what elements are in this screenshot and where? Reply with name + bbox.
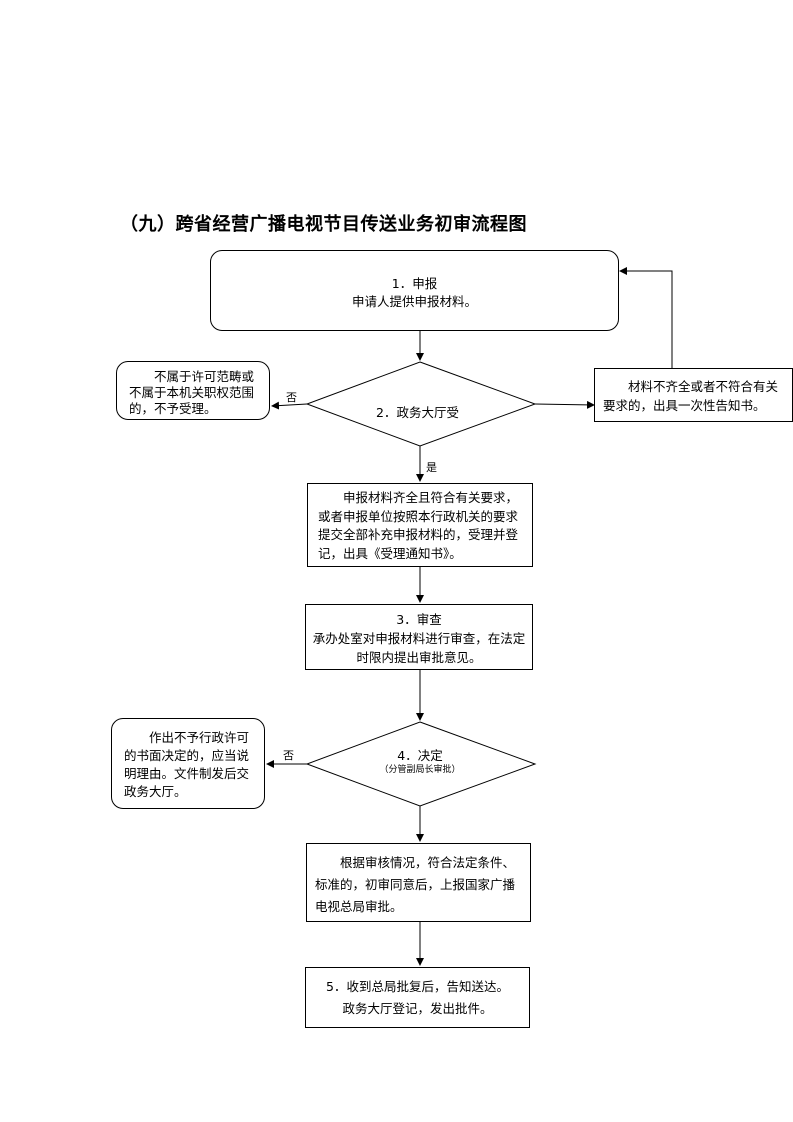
arrow-incomplete-to-apply	[619, 267, 673, 368]
decide-text: 4．决定 （分管副局长审批）	[360, 748, 480, 776]
deliver-step-desc: 政务大厅登记，发出批件。	[342, 1001, 493, 1016]
node-review: 3．审查 承办处室对申报材料进行审查，在法定时限内提出审批意见。	[305, 604, 533, 670]
arrow-hall-to-incomplete	[534, 400, 595, 409]
review-step-label: 3．审查	[396, 612, 442, 627]
apply-step-label: 1．申报	[391, 276, 438, 291]
report-text: 根据审核情况，符合法定条件、标准的，初审同意后，上报国家广播电视总局审批。	[315, 855, 516, 914]
decide-step-note: （分管副局长审批）	[379, 765, 461, 775]
no-permit-text: 作出不予行政许可的书面决定的，应当说明理由。文件制发后交政务大厅。	[124, 730, 250, 799]
page-title: （九）跨省经营广播电视节目传送业务初审流程图	[120, 214, 527, 235]
apply-step-desc: 申请人提供申报材料。	[351, 294, 477, 309]
arrow-hall-to-not-scope	[271, 401, 308, 410]
review-step-desc: 承办处室对申报材料进行审查，在法定时限内提出审批意见。	[312, 631, 526, 665]
edge-label-no-2: 否	[283, 749, 294, 762]
node-no-permit: 作出不予行政许可的书面决定的，应当说明理由。文件制发后交政务大厅。	[111, 718, 265, 809]
node-accept-register: 申报材料齐全且符合有关要求，或者申报单位按照本行政机关的要求提交全部补充申报材料…	[307, 483, 533, 567]
edge-label-yes-1: 是	[426, 461, 437, 474]
node-apply: 1．申报 申请人提供申报材料。	[210, 250, 619, 331]
node-deliver: 5．收到总局批复后，告知送达。 政务大厅登记，发出批件。	[305, 967, 530, 1028]
hall-accept-label: 2．政务大厅受	[376, 405, 459, 420]
node-incomplete-materials: 材料不齐全或者不符合有关要求的，出具一次性告知书。	[594, 368, 793, 422]
node-not-in-scope: 不属于许可范畴或不属于本机关职权范围的，不予受理。	[116, 361, 270, 420]
node-report: 根据审核情况，符合法定条件、标准的，初审同意后，上报国家广播电视总局审批。	[306, 843, 531, 922]
incomplete-materials-text: 材料不齐全或者不符合有关要求的，出具一次性告知书。	[603, 379, 779, 413]
deliver-step-label: 5．收到总局批复后，告知送达。	[326, 979, 509, 994]
accept-register-text: 申报材料齐全且符合有关要求，或者申报单位按照本行政机关的要求提交全部补充申报材料…	[318, 490, 519, 561]
decide-step-label: 4．决定	[397, 748, 443, 763]
not-in-scope-text: 不属于许可范畴或不属于本机关职权范围的，不予受理。	[129, 369, 255, 416]
edge-label-no-1: 否	[286, 391, 297, 404]
